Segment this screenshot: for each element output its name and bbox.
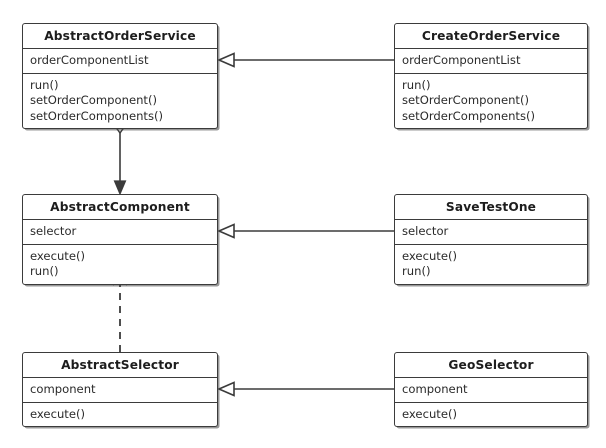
uml-class-abstract-selector[interactable]: AbstractSelector component execute() <box>22 352 218 427</box>
relationship-aggregation-order-service-component <box>113 117 127 196</box>
uml-operation: execute() <box>30 248 86 263</box>
uml-class-save-test-one[interactable]: SaveTestOne selector execute() run() <box>394 194 588 285</box>
uml-operation: execute() <box>30 406 86 421</box>
uml-operation: setOrderComponent() <box>30 93 158 107</box>
uml-class-name: GeoSelector <box>395 353 587 378</box>
uml-operation: execute() <box>402 248 458 263</box>
relationship-generalization-geo-selector <box>216 381 394 397</box>
uml-class-name: CreateOrderService <box>395 24 587 49</box>
uml-class-name: AbstractOrderService <box>23 24 217 49</box>
uml-operation: execute() <box>402 406 458 421</box>
uml-operation: setOrderComponents() <box>30 108 164 123</box>
uml-class-create-order-service[interactable]: CreateOrderService orderComponentList ru… <box>394 23 588 129</box>
uml-attribute: orderComponentList <box>402 53 521 67</box>
uml-operation: run() <box>30 77 59 92</box>
uml-operations-compartment: run() setOrderComponent() setOrderCompon… <box>23 74 217 129</box>
uml-operations-compartment: execute() run() <box>23 245 217 284</box>
uml-operation: run() <box>30 264 59 278</box>
uml-class-name: SaveTestOne <box>395 195 587 220</box>
uml-operation: setOrderComponents() <box>402 108 536 123</box>
uml-class-geo-selector[interactable]: GeoSelector component execute() <box>394 352 588 427</box>
uml-attributes-compartment: selector <box>23 220 217 245</box>
uml-attribute: selector <box>402 224 449 238</box>
uml-operations-compartment: execute() <box>395 403 587 427</box>
uml-attribute: orderComponentList <box>30 53 149 67</box>
uml-attribute: component <box>30 382 96 396</box>
uml-operations-compartment: execute() <box>23 403 217 427</box>
uml-attributes-compartment: component <box>395 378 587 403</box>
uml-operations-compartment: execute() run() <box>395 245 587 284</box>
uml-attributes-compartment: orderComponentList <box>23 49 217 74</box>
relationship-realization-abstract-selector <box>112 274 128 352</box>
uml-class-abstract-component[interactable]: AbstractComponent selector execute() run… <box>22 194 218 285</box>
uml-class-name: AbstractSelector <box>23 353 217 378</box>
uml-attribute: selector <box>30 224 77 238</box>
relationship-generalization-save-test-one <box>216 223 394 239</box>
uml-attributes-compartment: orderComponentList <box>395 49 587 74</box>
uml-operation: setOrderComponent() <box>402 93 530 107</box>
uml-attributes-compartment: selector <box>395 220 587 245</box>
uml-class-abstract-order-service[interactable]: AbstractOrderService orderComponentList … <box>22 23 218 129</box>
uml-attribute: component <box>402 382 468 396</box>
uml-operations-compartment: run() setOrderComponent() setOrderCompon… <box>395 74 587 129</box>
uml-operation: run() <box>402 77 431 92</box>
uml-attributes-compartment: component <box>23 378 217 403</box>
uml-class-name: AbstractComponent <box>23 195 217 220</box>
uml-operation: run() <box>402 264 431 278</box>
relationship-generalization-create-order-service <box>216 52 394 68</box>
